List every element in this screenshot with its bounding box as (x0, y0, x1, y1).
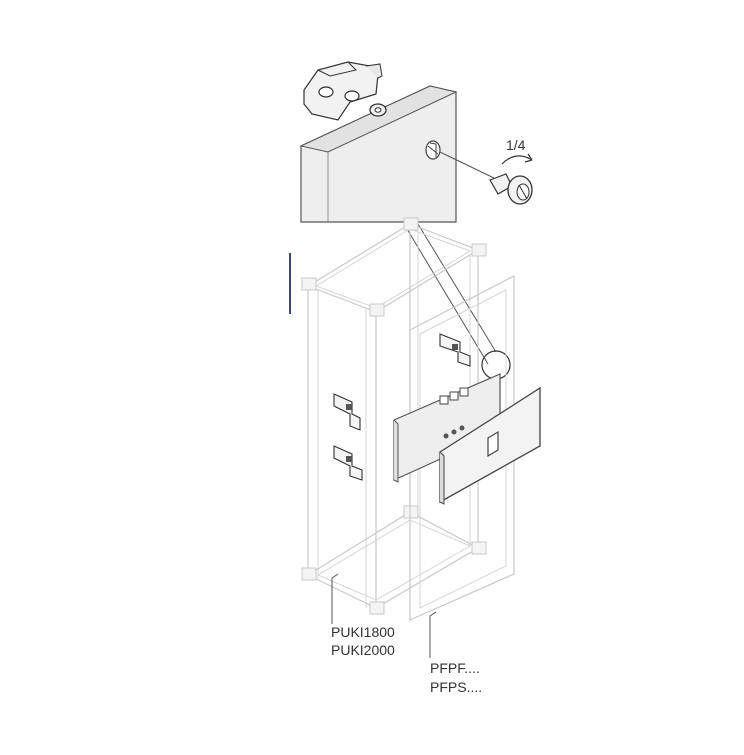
label-puki-1800: PUKI1800 (331, 624, 395, 640)
mounting-bracket-right (439, 333, 471, 367)
label-pfps: PFPS.... (430, 679, 482, 695)
front-cover-panel (439, 386, 541, 505)
label-puki-2000: PUKI2000 (331, 642, 395, 658)
quarter-turn-lock-icon (489, 173, 533, 205)
label-pfpf: PFPF.... (430, 660, 480, 676)
mounting-bracket-left-upper (333, 393, 361, 431)
rotation-label: 1/4 (506, 137, 526, 153)
panel-cutout (487, 430, 499, 458)
door-lock-hole-icon (425, 140, 441, 160)
rotation-arrow-icon (501, 155, 533, 165)
door-frame (409, 275, 515, 621)
mounting-bracket-left-lower (333, 445, 363, 481)
detail-door-panel (299, 85, 495, 223)
cabinet-frame (301, 217, 487, 615)
hinge-bracket-icon (303, 61, 387, 121)
